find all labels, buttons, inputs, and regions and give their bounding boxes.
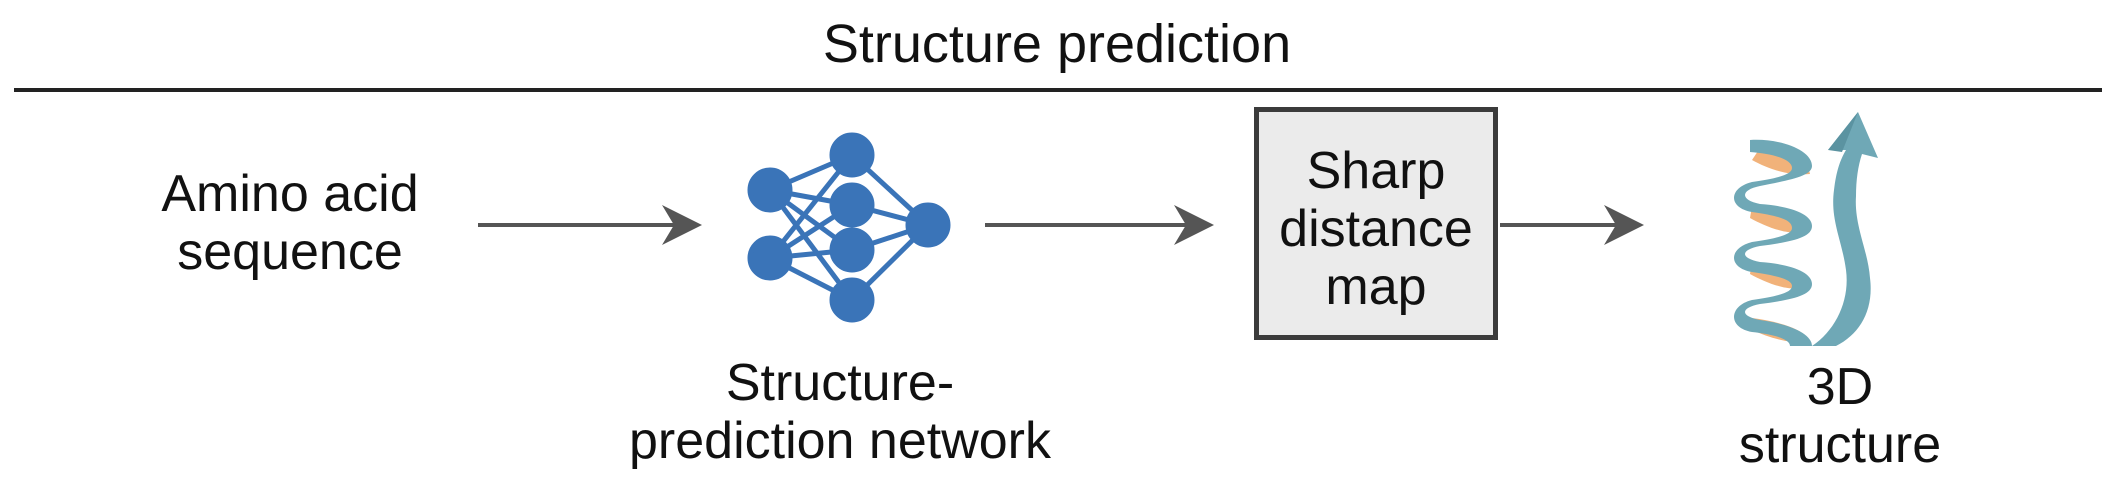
- distance-map-label-line3: map: [1325, 258, 1427, 316]
- protein-structure-icon: [1734, 112, 1878, 346]
- distance-map-label-line2: distance: [1279, 200, 1473, 258]
- network-label-line2: prediction network: [629, 412, 1051, 470]
- network-label: Structure- prediction network: [560, 354, 1120, 470]
- output-label-line1: 3D: [1806, 358, 1874, 416]
- input-label-line1: Amino acid: [161, 165, 419, 223]
- output-label: 3D structure: [1680, 358, 2000, 474]
- input-label-line2: sequence: [177, 223, 403, 281]
- output-label-line2: structure: [1738, 416, 1942, 474]
- distance-map-box: Sharp distance map: [1254, 107, 1498, 340]
- input-label: Amino acid sequence: [110, 165, 470, 281]
- diagram-title: Structure prediction: [822, 14, 1292, 74]
- network-label-line1: Structure-: [725, 354, 955, 412]
- title-divider: [14, 88, 2102, 92]
- distance-map-label: Sharp distance map: [1259, 142, 1493, 316]
- neural-network-icon: [747, 132, 951, 323]
- distance-map-label-line1: Sharp: [1306, 142, 1446, 200]
